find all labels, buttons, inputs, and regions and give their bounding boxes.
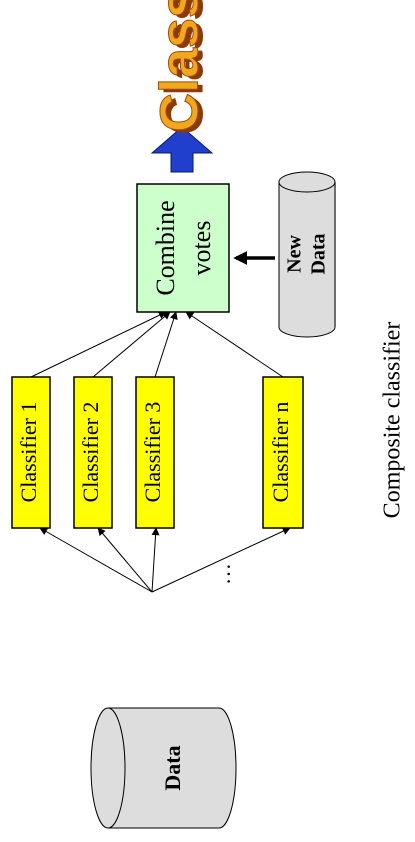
classifier-n-label: Classifier n — [268, 402, 293, 503]
arrow-data-to-classifier-n — [151, 527, 291, 593]
data-cylinder-body — [108, 708, 219, 828]
data-cylinder-right-cap — [218, 707, 237, 829]
vote-arrows — [30, 311, 284, 378]
diagram-caption: Composite classifier — [380, 322, 406, 519]
classifier-3-label: Classifier 3 — [140, 402, 165, 503]
new-data-line2: Data — [308, 233, 330, 274]
new-data-cylinder-body — [279, 182, 336, 327]
classifier-1-label: Classifier 1 — [16, 402, 41, 503]
new-data-cylinder: New Data — [278, 171, 336, 338]
combine-votes-box: Combine votes — [136, 183, 230, 313]
classifier-2-label: Classifier 2 — [78, 402, 103, 503]
combine-votes-line1: Combine — [151, 200, 180, 295]
classifier-box-3: Classifier 3 — [135, 376, 175, 529]
classifier-box-1: Classifier 1 — [11, 376, 51, 529]
new-data-cylinder-top-cap — [278, 171, 336, 193]
classifier-ellipsis: … — [210, 563, 235, 585]
new-data-cylinder-bottom-cap — [278, 326, 336, 338]
class-wordart-face: Class — [149, 0, 209, 132]
classifier-box-2: Classifier 2 — [73, 376, 113, 529]
classifier-boxes: Classifier 1 Classifier 2 Classifier 3 C… — [11, 376, 304, 529]
arrow-data-to-classifier-3 — [151, 527, 160, 593]
data-cylinder: Data — [90, 707, 237, 829]
arrow-classifier-n-to-combine — [185, 311, 284, 378]
output-block-arrow — [150, 126, 214, 173]
input-arrows — [39, 527, 291, 593]
arrow-data-to-classifier-1 — [39, 527, 153, 593]
new-data-line1: New — [284, 235, 306, 273]
arrow-classifier-3-to-combine — [154, 311, 178, 378]
classifier-box-n: Classifier n — [262, 376, 304, 529]
arrow-data-to-classifier-2 — [97, 527, 153, 593]
arrow-classifier-2-to-combine — [92, 311, 171, 378]
data-cylinder-left-cap — [90, 707, 126, 829]
combine-votes-line2: votes — [187, 221, 216, 276]
class-wordart: Class Class — [149, 0, 215, 135]
arrow-classifier-1-to-combine — [30, 311, 167, 378]
class-wordart-shadow: Class — [154, 0, 214, 135]
data-cylinder-label: Data — [160, 745, 185, 790]
